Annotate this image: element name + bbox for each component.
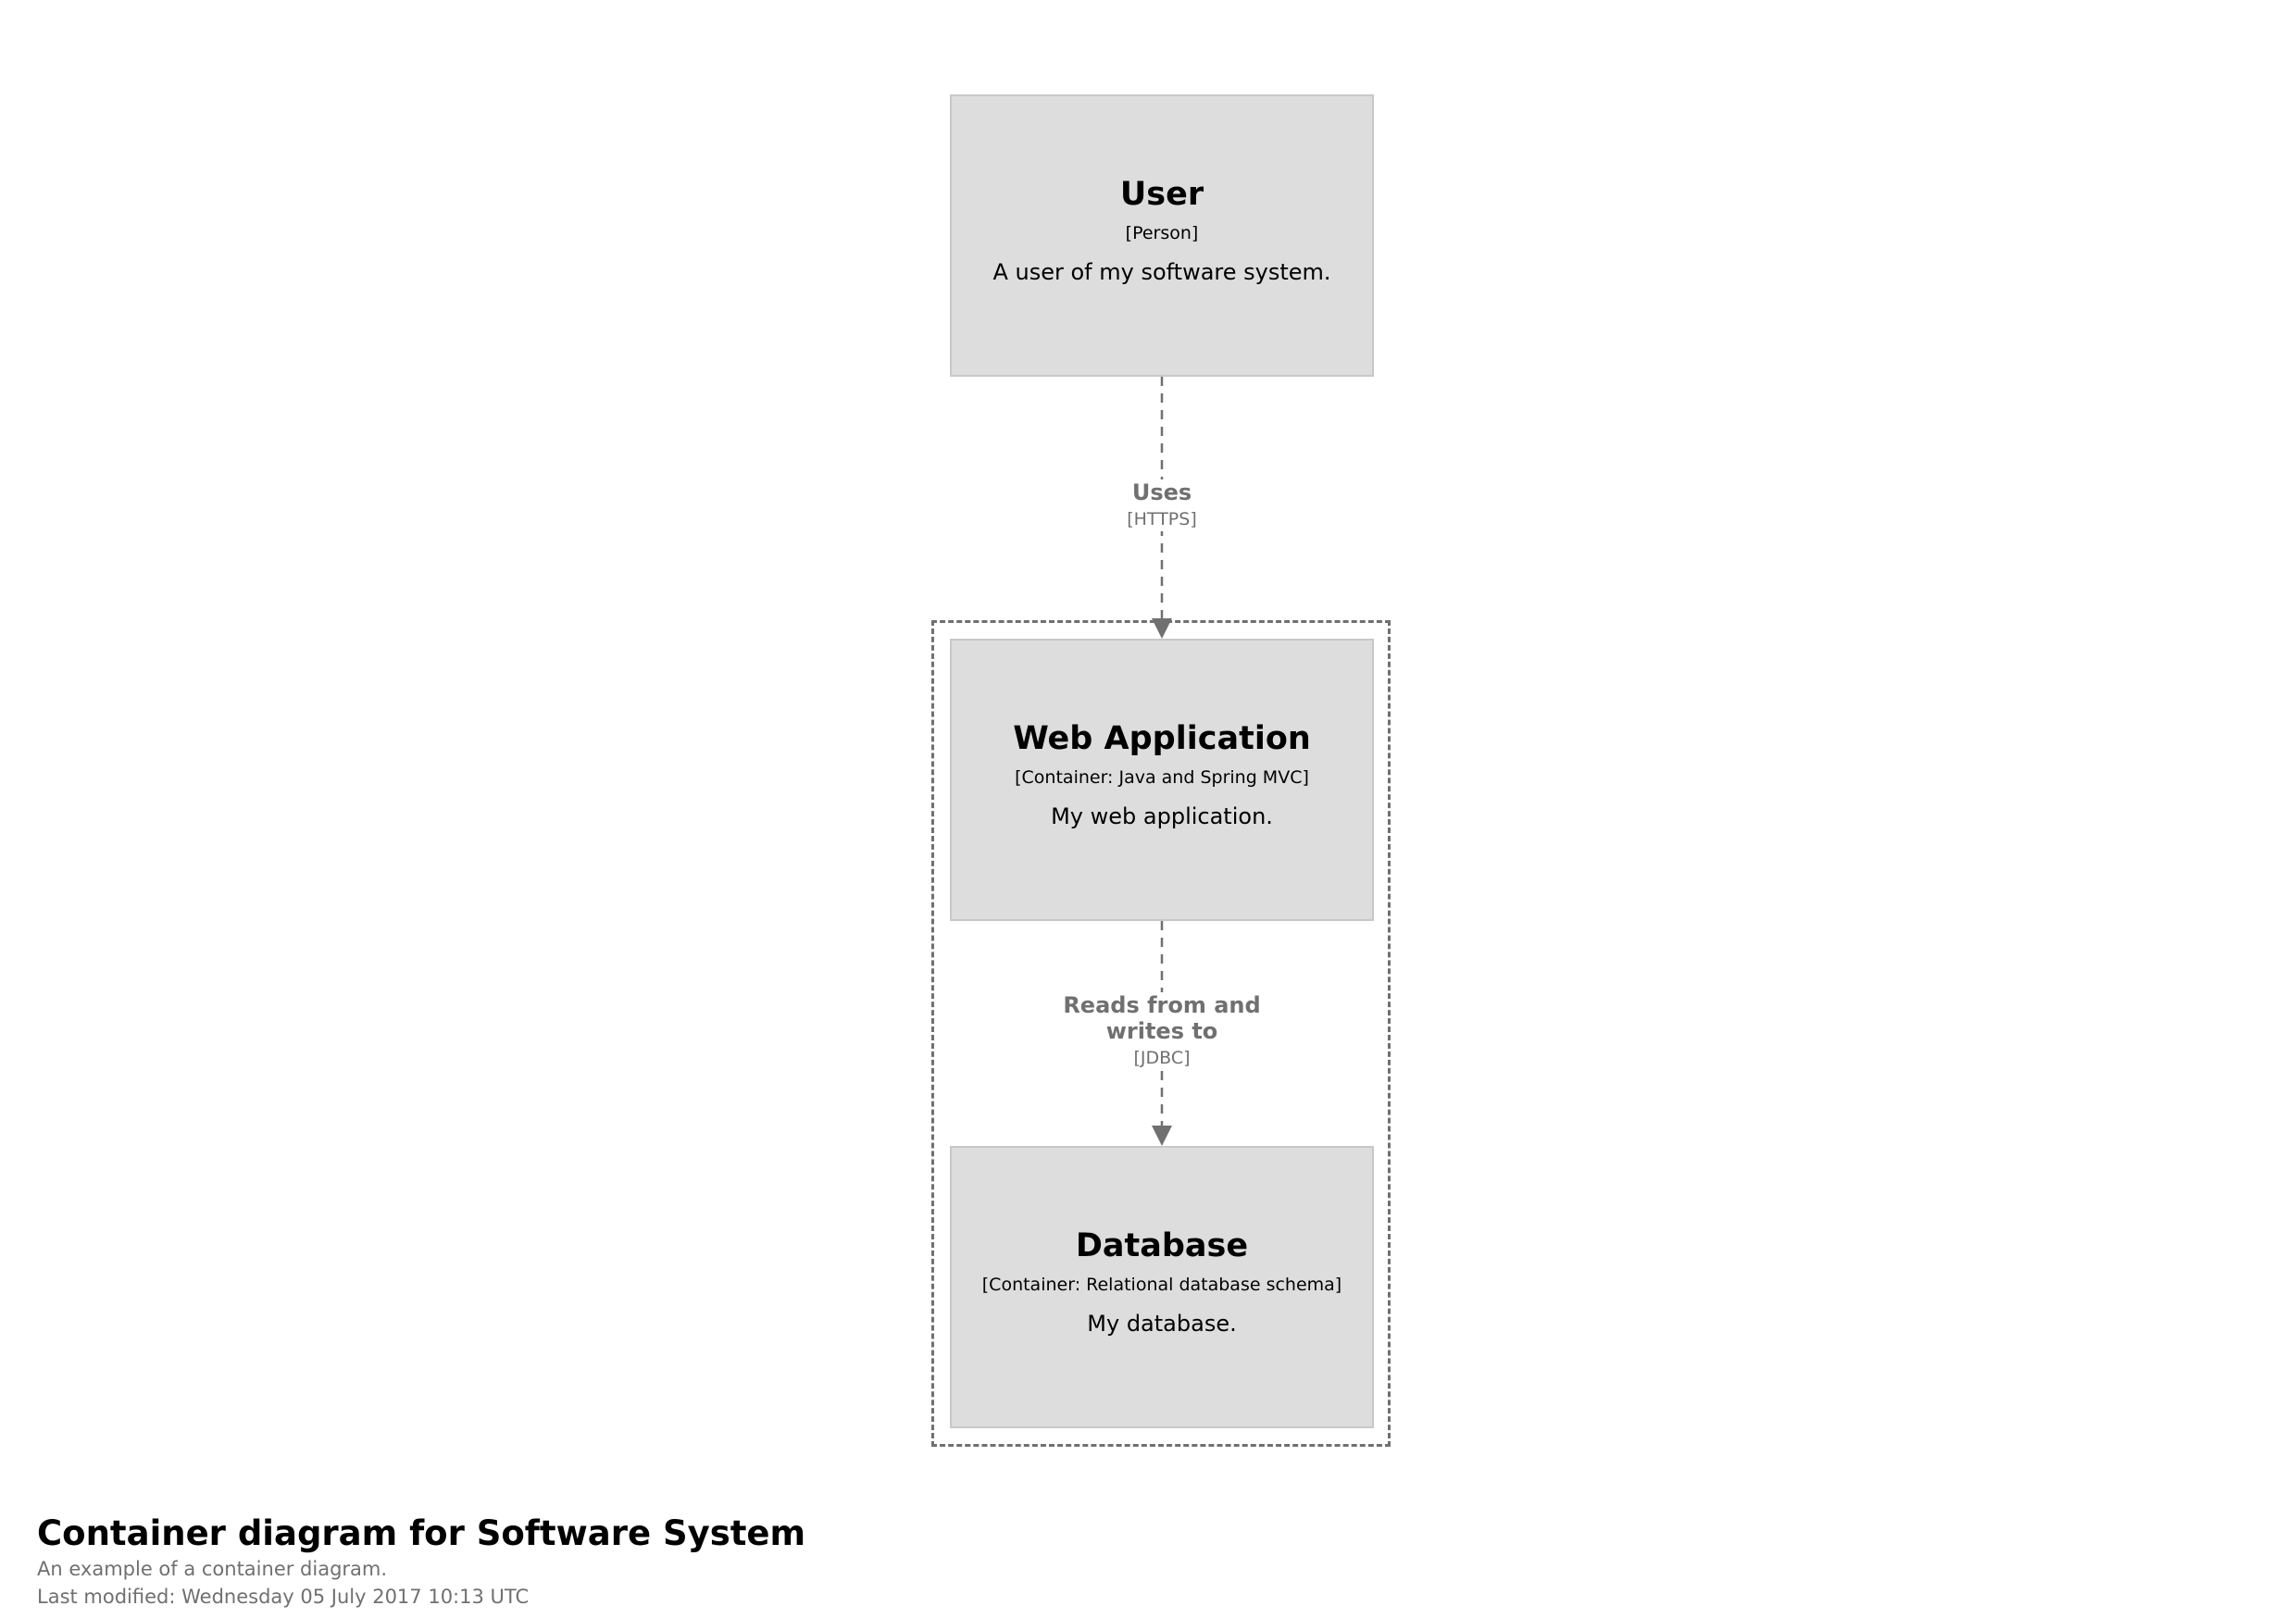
node-description: A user of my software system. [992,259,1331,285]
diagram-description: An example of a container diagram. [37,1558,388,1580]
edge-technology: [JDBC] [1133,1048,1191,1068]
node-title: Database [1075,1227,1249,1264]
node-web-application[interactable]: Web Application [Container: Java and Spr… [950,639,1374,921]
edge-label-uses: Uses [HTTPS] [1069,479,1254,531]
edge-label-reads-writes: Reads from and writes to [JDBC] [1042,992,1282,1070]
diagram-footer: Container diagram for Software System An… [37,1512,805,1611]
edge-jdbc-arrowhead [1152,1126,1172,1146]
node-title: Web Application [1013,720,1311,757]
node-user[interactable]: User [Person] A user of my software syst… [950,94,1374,377]
diagram-title: Container diagram for Software System [37,1513,806,1553]
last-modified: Last modified: Wednesday 05 July 2017 10… [37,1586,530,1608]
node-description: My web application. [1051,803,1273,829]
node-title: User [1119,176,1204,213]
node-type: [Container: Java and Spring MVC] [1015,767,1309,788]
node-description: My database. [1087,1311,1237,1337]
edge-relationship: Uses [1131,479,1192,505]
node-database[interactable]: Database [Container: Relational database… [950,1146,1374,1428]
edge-uses-arrowhead [1152,618,1172,639]
edge-relationship: Reads from and writes to [1063,992,1261,1044]
node-type: [Container: Relational database schema] [981,1275,1342,1295]
edge-technology: [HTTPS] [1127,509,1197,529]
node-type: [Person] [1125,223,1199,243]
